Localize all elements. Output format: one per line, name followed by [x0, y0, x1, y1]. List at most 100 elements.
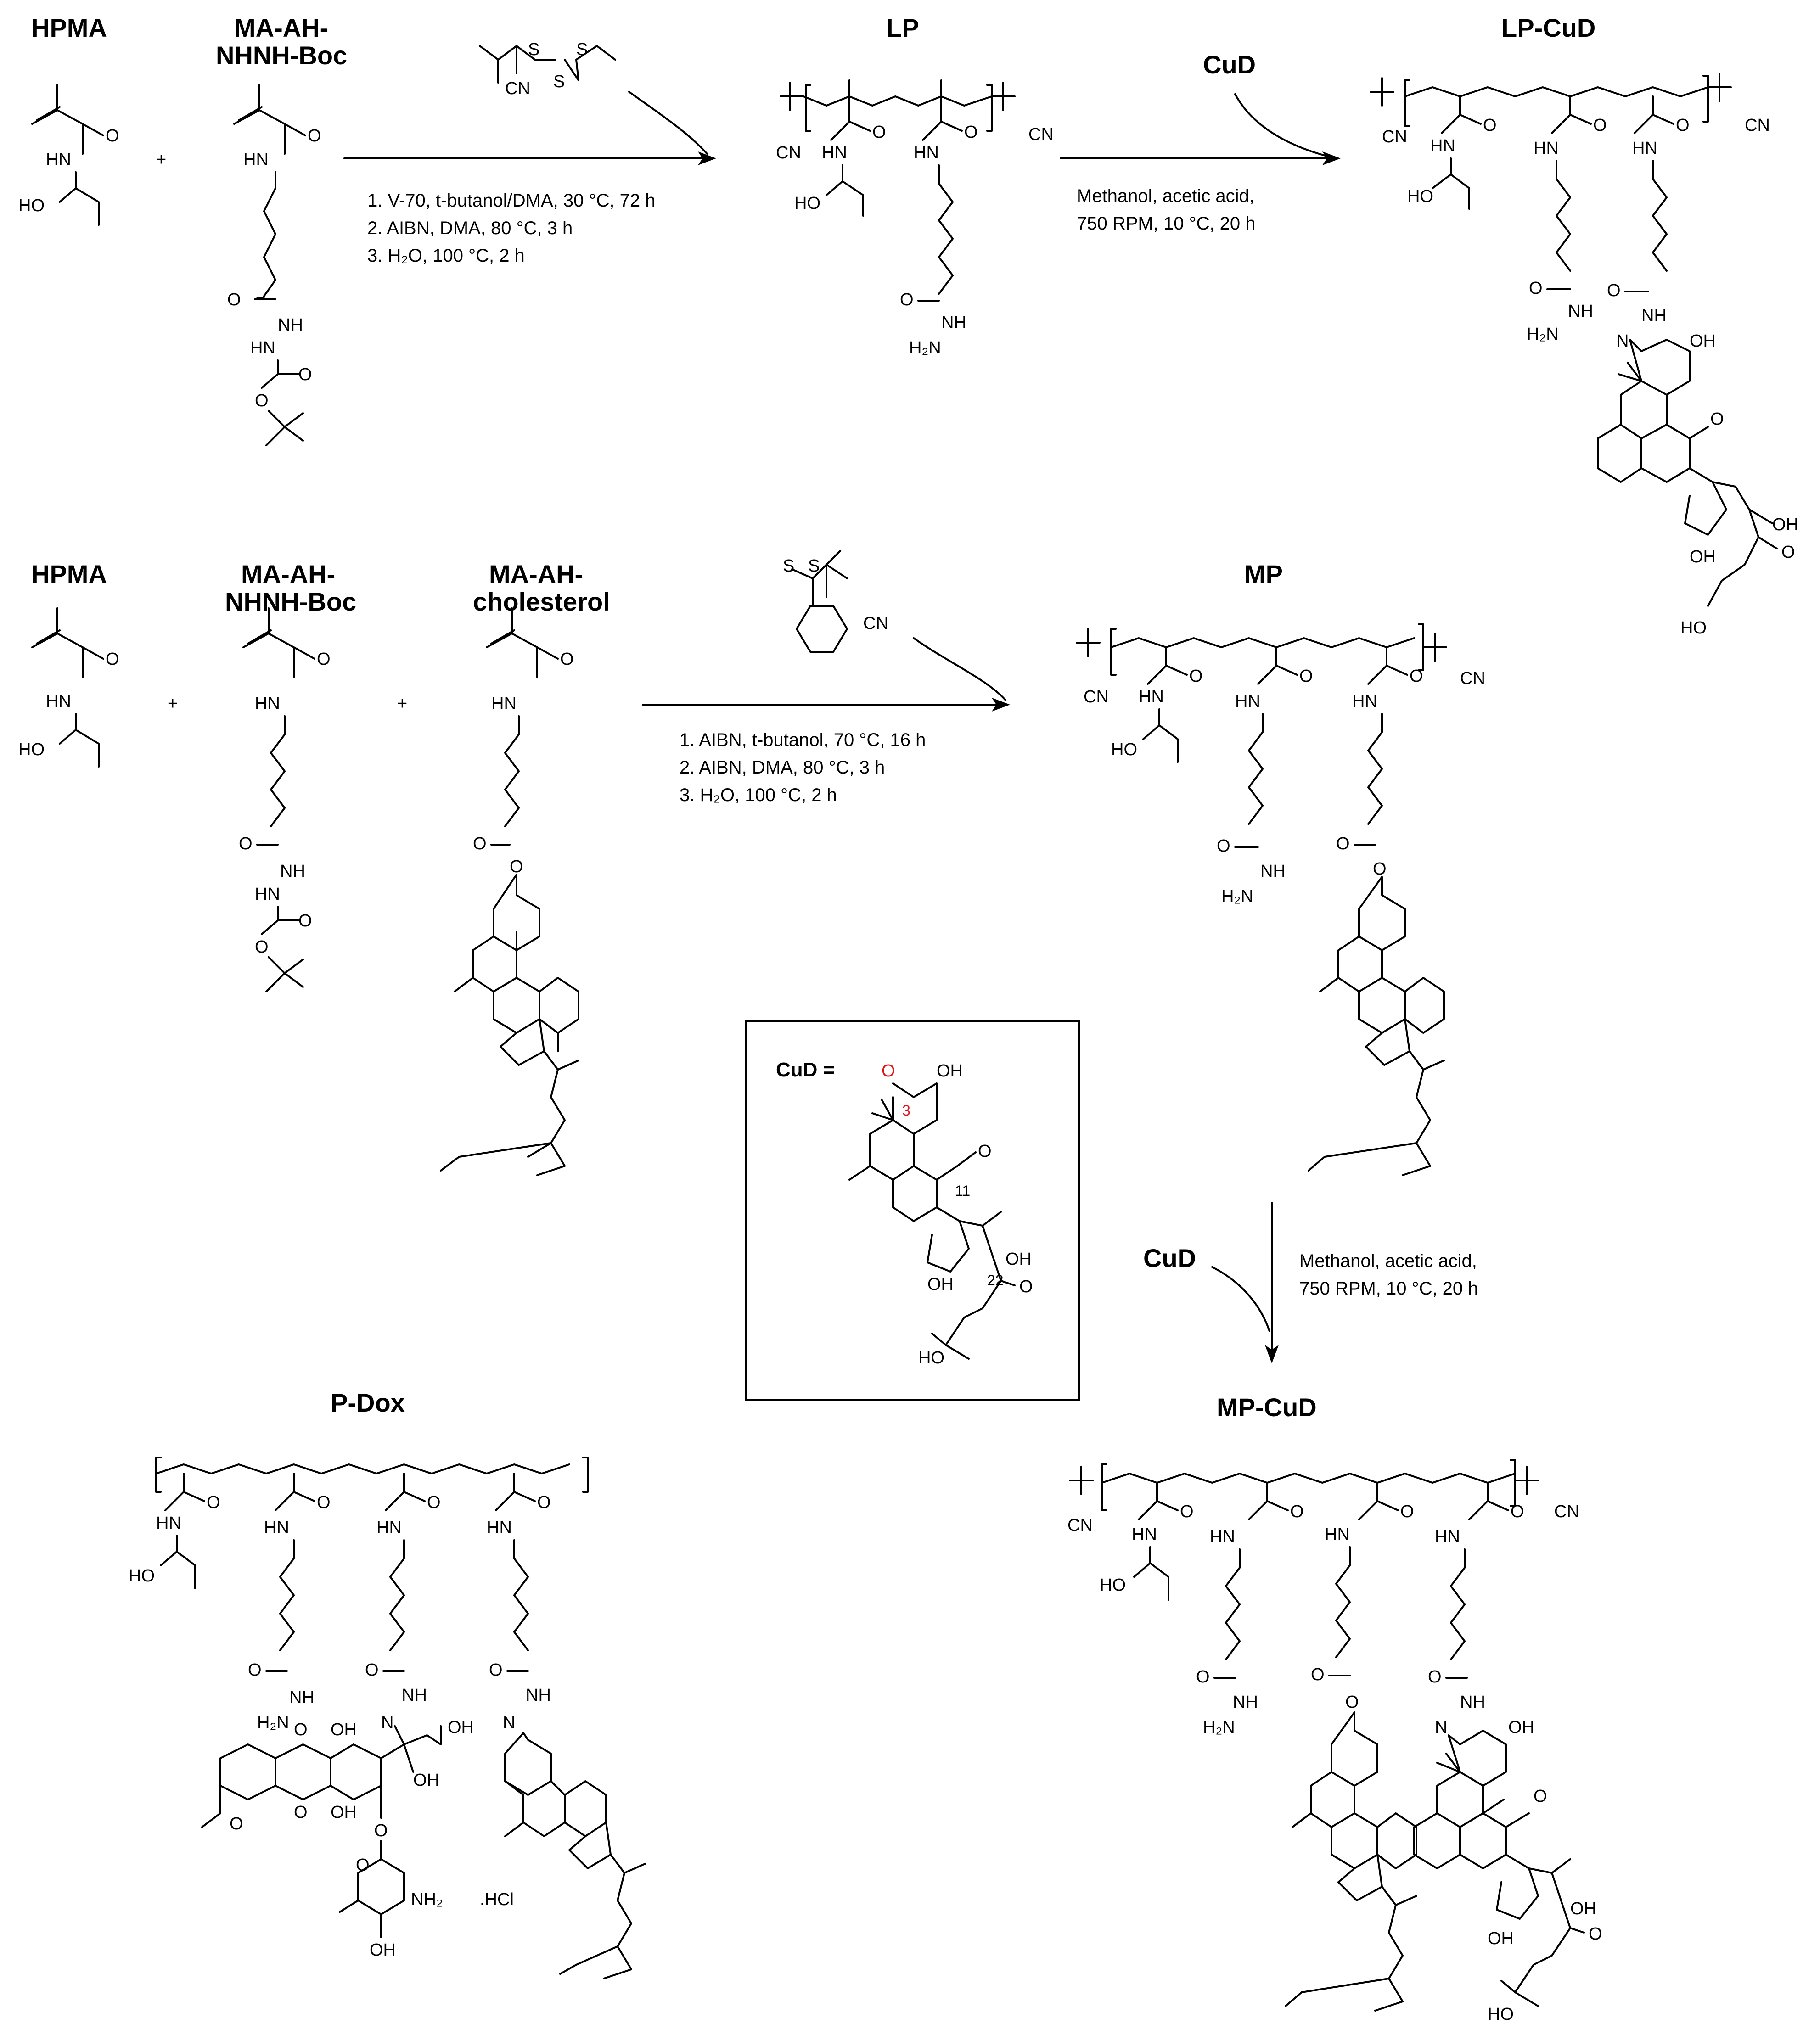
- svg-text:O: O: [1019, 1277, 1033, 1296]
- svg-text:HO: HO: [129, 1566, 155, 1586]
- svg-text:N: N: [503, 1713, 515, 1732]
- svg-text:CN: CN: [1745, 116, 1770, 135]
- plus-sign: +: [168, 694, 178, 713]
- svg-text:S: S: [808, 556, 820, 576]
- svg-text:O: O: [298, 365, 312, 384]
- svg-text:CN: CN: [863, 614, 888, 633]
- svg-text:HN: HN: [1352, 692, 1377, 711]
- svg-text:HN: HN: [1430, 136, 1455, 156]
- lp-structure: CN CN O HN HO O HN O NH H₂N: [776, 79, 1054, 358]
- svg-text:HO: HO: [1488, 2005, 1514, 2024]
- svg-text:HN: HN: [487, 1518, 512, 1537]
- svg-text:.HCl: .HCl: [480, 1890, 514, 1909]
- svg-text:NH: NH: [280, 862, 305, 881]
- svg-text:O: O: [900, 290, 914, 309]
- svg-text:OH: OH: [1488, 1929, 1514, 1948]
- svg-text:NH: NH: [1460, 1693, 1485, 1712]
- title-hpma-top: HPMA: [31, 13, 107, 42]
- svg-text:HO: HO: [918, 1348, 944, 1368]
- svg-text:HN: HN: [1235, 692, 1260, 711]
- svg-text:O: O: [1290, 1502, 1304, 1521]
- svg-text:NH: NH: [526, 1686, 551, 1705]
- reaction-arrow-3: [642, 698, 1010, 712]
- svg-text:O: O: [317, 1493, 331, 1512]
- svg-text:HN: HN: [243, 150, 269, 169]
- svg-text:HN: HN: [264, 1518, 289, 1537]
- svg-text:H₂N: H₂N: [1221, 887, 1253, 906]
- svg-text:O: O: [1373, 859, 1387, 879]
- svg-text:CN: CN: [1067, 1516, 1093, 1535]
- svg-text:OH: OH: [937, 1061, 963, 1081]
- maah-cholesterol-structure: O HN O O: [440, 607, 579, 1176]
- svg-text:NH: NH: [289, 1688, 315, 1707]
- svg-text:HN: HN: [1132, 1525, 1157, 1544]
- title-maah-mid-1: MA-AH-: [241, 560, 335, 589]
- svg-text:CN: CN: [776, 143, 801, 163]
- cud-c3-oxygen: O: [882, 1061, 895, 1081]
- condition-top-cud-2: 750 RPM, 10 °C, 20 h: [1077, 213, 1256, 234]
- maah-boc-structure-mid: O HN O NH HN O O: [239, 607, 331, 992]
- svg-text:O: O: [510, 857, 523, 876]
- svg-text:H₂N: H₂N: [257, 1713, 289, 1732]
- condition-mid-cud-1: Methanol, acetic acid,: [1299, 1251, 1477, 1271]
- svg-text:O: O: [872, 123, 886, 142]
- condition-top-2: 2. AIBN, DMA, 80 °C, 3 h: [367, 218, 573, 238]
- cud-c3-label: 3: [902, 1102, 910, 1119]
- svg-text:O: O: [1336, 834, 1350, 853]
- svg-text:H₂N: H₂N: [909, 338, 941, 358]
- svg-text:OH: OH: [1690, 547, 1716, 566]
- maah-boc-structure-top: O HN O NH HN O O: [227, 84, 321, 446]
- svg-text:11: 11: [955, 1183, 970, 1199]
- svg-text:HN: HN: [1325, 1525, 1350, 1544]
- title-maah-top-1: MA-AH-: [234, 13, 328, 42]
- svg-text:N: N: [381, 1713, 393, 1732]
- svg-text:O: O: [1196, 1667, 1210, 1687]
- condition-top-3: 3. H₂O, 100 °C, 2 h: [367, 246, 525, 266]
- svg-text:O: O: [1511, 1502, 1524, 1521]
- title-maah-mid-2: NHNH-Boc: [225, 587, 356, 616]
- svg-text:HN: HN: [914, 143, 939, 163]
- title-mp: MP: [1244, 560, 1283, 589]
- reaction-arrow-1: [343, 151, 716, 165]
- svg-text:O: O: [227, 290, 241, 309]
- svg-text:O: O: [207, 1493, 220, 1512]
- svg-text:CN: CN: [1028, 125, 1054, 144]
- svg-text:CN: CN: [1382, 127, 1407, 146]
- condition-mid-3: 3. H₂O, 100 °C, 2 h: [680, 785, 837, 805]
- svg-text:S: S: [783, 556, 794, 576]
- svg-text:H₂N: H₂N: [1203, 1718, 1235, 1737]
- svg-text:O: O: [1593, 116, 1607, 135]
- mp-structure: CN CN O HN HO O HN O NH H₂N O HN O O: [1076, 623, 1485, 1176]
- svg-text:NH: NH: [402, 1686, 427, 1705]
- svg-text:NH: NH: [1641, 306, 1667, 325]
- svg-text:H₂N: H₂N: [1527, 325, 1559, 344]
- svg-text:O: O: [427, 1493, 441, 1512]
- plus-sign: +: [397, 694, 407, 713]
- svg-text:HO: HO: [1100, 1575, 1126, 1595]
- svg-text:O: O: [1410, 667, 1423, 686]
- svg-text:O: O: [1676, 116, 1690, 135]
- svg-text:NH: NH: [278, 315, 303, 335]
- mp-cud-structure: CN CN O HN HO O HN O NH H₂N O HN O O O H: [1067, 1459, 1602, 2024]
- cud-definition-box: [745, 1020, 1080, 1401]
- svg-text:HN: HN: [376, 1518, 402, 1537]
- svg-text:S: S: [528, 40, 539, 59]
- svg-text:CuD =: CuD =: [776, 1059, 835, 1081]
- title-mp-cud: MP-CuD: [1217, 1393, 1317, 1422]
- svg-text:N: N: [1616, 331, 1629, 351]
- svg-text:HO: HO: [18, 740, 45, 759]
- svg-text:O: O: [1189, 667, 1203, 686]
- svg-text:HN: HN: [491, 694, 517, 713]
- title-hpma-mid: HPMA: [31, 560, 107, 589]
- svg-text:O: O: [365, 1660, 379, 1680]
- svg-text:O: O: [255, 391, 269, 410]
- svg-text:HN: HN: [1435, 1527, 1460, 1547]
- svg-text:O: O: [1345, 1693, 1359, 1712]
- title-maah-top-2: NHNH-Boc: [216, 41, 347, 70]
- svg-text:O: O: [1710, 409, 1724, 429]
- svg-text:O: O: [964, 123, 978, 142]
- svg-text:O: O: [248, 1660, 262, 1680]
- svg-text:OH: OH: [1005, 1250, 1032, 1269]
- svg-text:NH: NH: [941, 313, 966, 332]
